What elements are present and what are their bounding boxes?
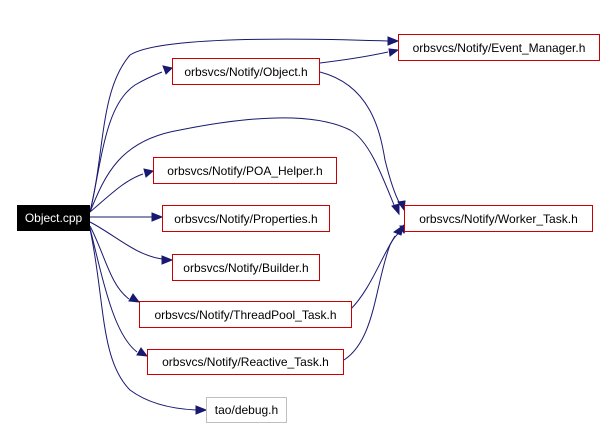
edge-object_h-to-event_manager [319,51,389,64]
edge-threadpool_task-to-worker_task [349,235,396,311]
edge-root-to-debug [89,228,197,411]
node-event-manager-h[interactable]: orbsvcs/Notify/Event_Manager.h [398,34,600,61]
edge-root-to-event_manager [89,38,389,213]
node-reactive-task-h[interactable]: orbsvcs/Notify/Reactive_Task.h [147,349,344,375]
edge-root-to-threadpool_task [89,225,130,300]
arrowhead-root-to-threadpool_task [128,293,141,303]
arrowhead-root-to-event_manager [387,36,400,46]
arrowhead-root-to-reactive_task [136,347,149,357]
edge-object_h-to-worker_task [319,71,401,205]
node-properties-h[interactable]: orbsvcs/Notify/Properties.h [162,205,330,232]
node-object-cpp[interactable]: Object.cpp [17,205,90,231]
arrowhead-root-to-properties [151,212,164,222]
node-object-h[interactable]: orbsvcs/Notify/Object.h [172,58,320,85]
node-poa-helper-h[interactable]: orbsvcs/Notify/POA_Helper.h [153,157,337,184]
edge-root-to-poa_helper [89,173,144,213]
arrowhead-object_h-to-event_manager [388,48,400,57]
edge-root-to-worker_task [89,117,395,213]
arrowhead-root-to-builder [161,255,174,265]
edge-root-to-object_h [89,71,163,213]
node-builder-h[interactable]: orbsvcs/Notify/Builder.h [172,254,320,281]
arrowhead-root-to-debug [195,405,208,415]
arrowhead-root-to-worker_task [391,203,400,216]
arrowhead-root-to-object_h [162,65,173,75]
arrowhead-root-to-poa_helper [143,168,155,178]
edge-root-to-reactive_task [89,227,138,353]
node-worker-task-h[interactable]: orbsvcs/Notify/Worker_Task.h [404,205,593,232]
edge-root-to-builder [89,221,163,260]
node-threadpool-task-h[interactable]: orbsvcs/Notify/ThreadPool_Task.h [139,301,352,328]
node-tao-debug-h[interactable]: tao/debug.h [206,397,287,423]
edge-reactive_task-to-worker_task [343,228,405,361]
